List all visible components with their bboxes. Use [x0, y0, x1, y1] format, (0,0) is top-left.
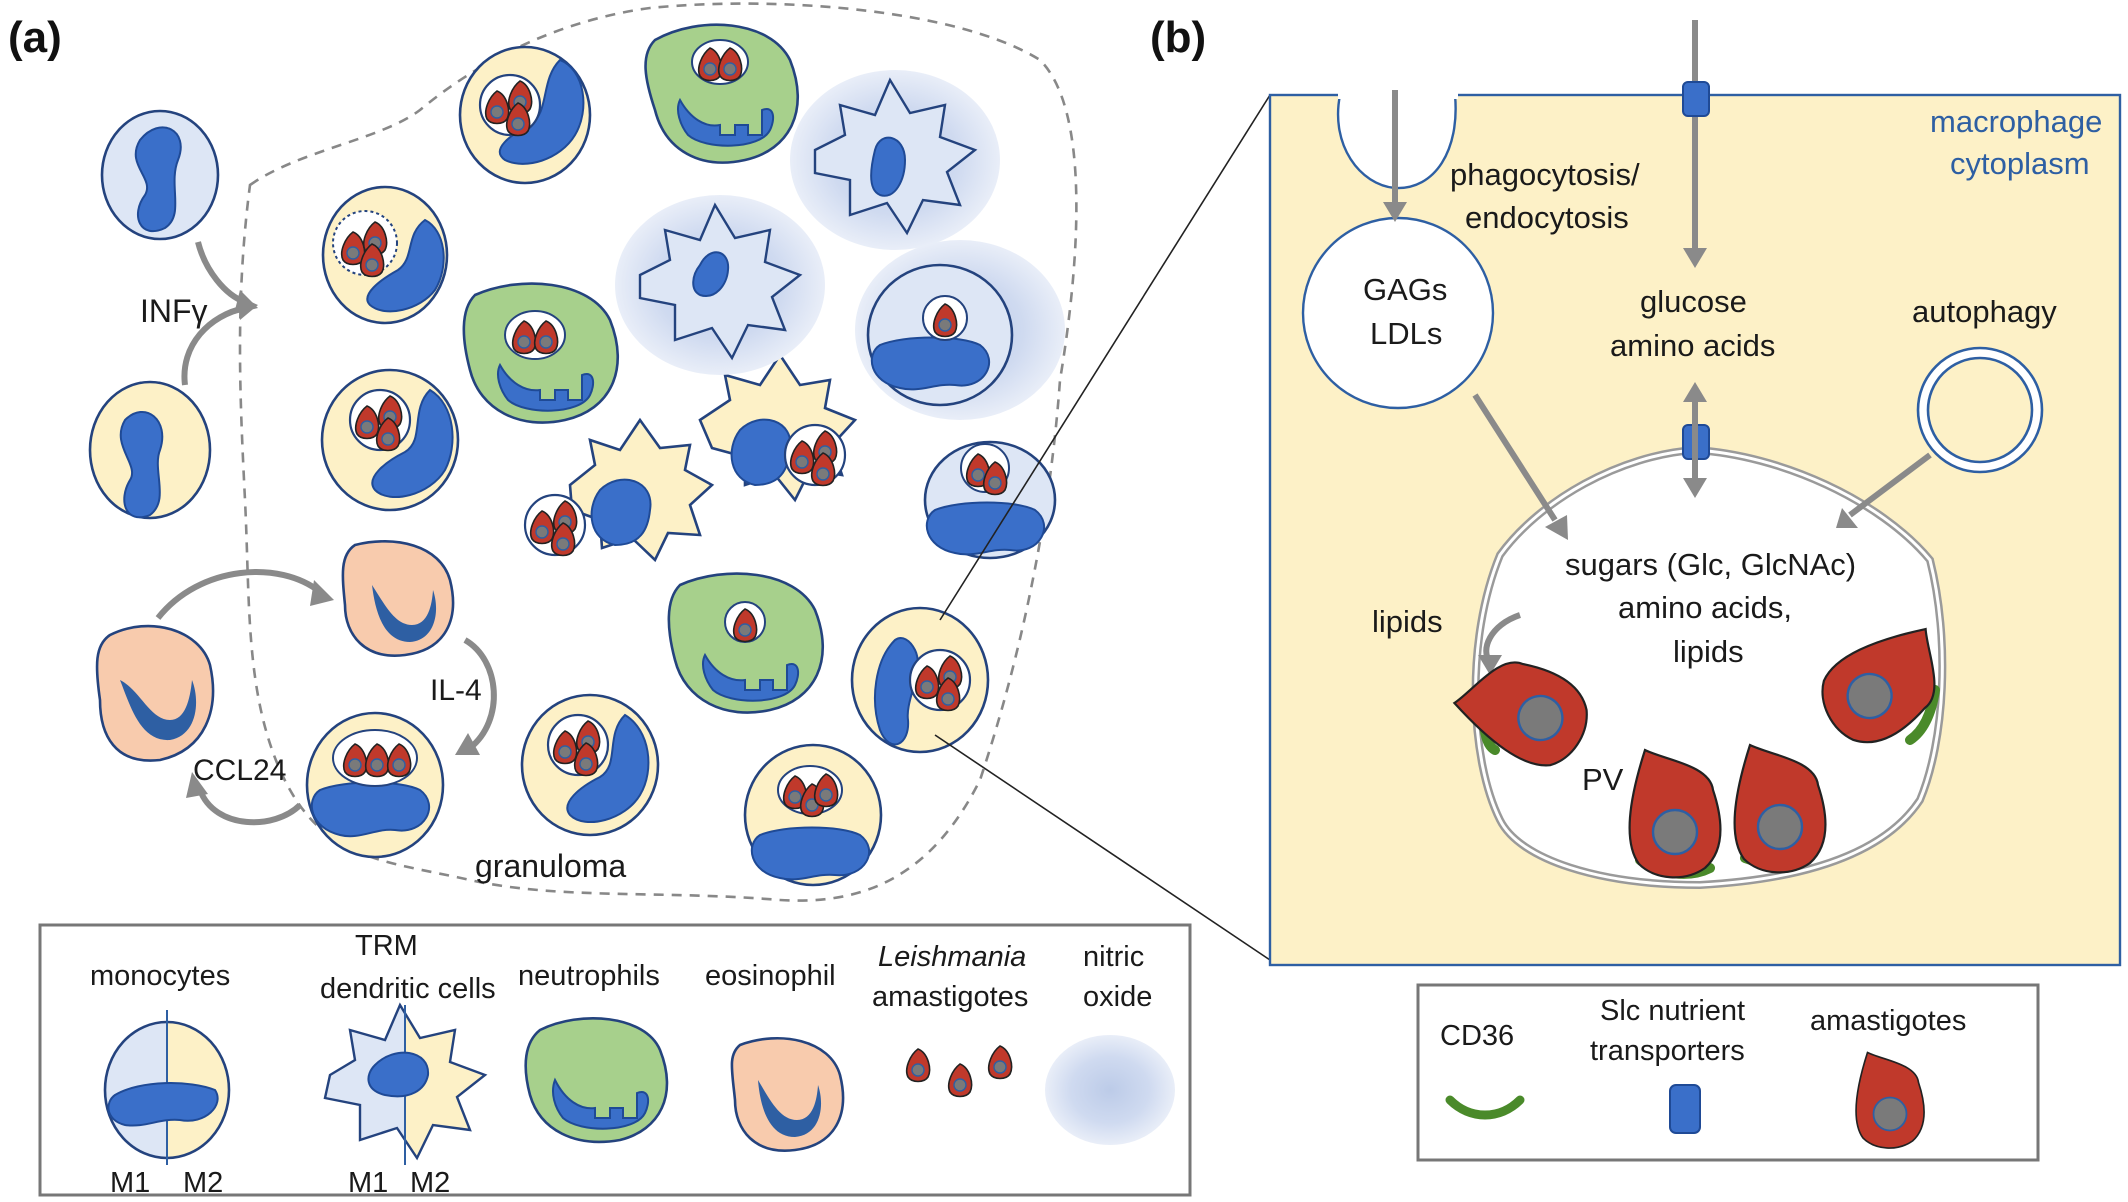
autophagy-label: autophagy [1912, 294, 2057, 329]
legend-monocyte-icon [103, 1010, 231, 1165]
pv-arrowhead-down [1683, 478, 1707, 498]
amino-acids-label: amino acids [1610, 328, 1775, 363]
sugars-label-2: amino acids, [1618, 590, 1792, 625]
macrophage-4 [520, 693, 660, 837]
zoom-line-bottom [934, 734, 1271, 961]
eosinophil-left [95, 624, 215, 762]
slc-transporter-top [1682, 81, 1710, 117]
macrophage-6 [850, 606, 990, 754]
infg-label: INFγ [140, 293, 208, 329]
phago-label-2: endocytosis [1465, 200, 1629, 235]
gags-to-pv-arrowhead [1545, 515, 1568, 540]
autophagosome-inner [1926, 356, 2034, 464]
legend-m2-b: M2 [410, 1167, 450, 1199]
legend-dendritic: dendritic cells [320, 973, 496, 1005]
sugars-label-1: sugars (Glc, GlcNAc) [1565, 547, 1856, 582]
zoom-line-top [939, 94, 1271, 621]
legend-neutrophils: neutrophils [518, 960, 660, 992]
cytoplasm-label-1: macrophage [1930, 104, 2102, 139]
legend-nitric: nitric [1083, 941, 1144, 973]
pv-amastigote-bottom-left [1628, 748, 1722, 879]
pv-arrowhead-up [1683, 382, 1707, 402]
legend-no-icon [1045, 1035, 1175, 1145]
granuloma-label: granuloma [475, 848, 626, 884]
neutrophil-top [644, 23, 799, 164]
lipids-label: lipids [1372, 604, 1443, 639]
phago-label-1: phagocytosis/ [1450, 157, 1640, 192]
autophagy-to-pv-arrow [1848, 452, 1932, 518]
legend-m1-a: M1 [110, 1167, 150, 1199]
legend-b-frame [1416, 983, 2040, 1162]
monocyte-m2-left [88, 380, 212, 520]
dendritic-cell-1 [525, 417, 715, 563]
cytoplasm-label-2: cytoplasm [1950, 146, 2090, 181]
autophagy-to-pv-arrowhead [1836, 508, 1858, 528]
legend-neutrophil-icon [524, 1017, 669, 1144]
macrophage-1 [458, 45, 592, 185]
pv-amastigote-right [1806, 614, 1965, 760]
legend-slc-icon [1669, 1084, 1701, 1134]
panel-a-label: (a) [8, 13, 62, 62]
il4-label: IL-4 [430, 674, 482, 707]
panel-b-label: (b) [1150, 13, 1206, 62]
no-cell-3 [855, 240, 1065, 420]
dendritic-cell-2 [698, 352, 858, 503]
legend-slc-2: transporters [1590, 1035, 1745, 1067]
infg-arrows [181, 241, 258, 386]
ccl24-label: CCL24 [193, 754, 286, 787]
m1-cell-right [923, 440, 1057, 560]
legend-eosinophil: eosinophil [705, 960, 836, 992]
pv-label: PV [1582, 762, 1624, 797]
macrophage-2 [321, 185, 449, 325]
legend-m1-b: M1 [348, 1167, 388, 1199]
legend-amastigotes-b: amastigotes [1810, 1005, 1966, 1037]
endocytosis-arrowhead [1383, 202, 1407, 222]
macrophage-recruited [305, 711, 445, 859]
gags-to-pv-arrow [1472, 393, 1558, 522]
sugars-label-3: lipids [1673, 634, 1744, 669]
legend-trm: TRM [355, 930, 418, 962]
legend-cd36-icon [1445, 1095, 1525, 1120]
eosinophil-center [341, 540, 455, 657]
pv-amastigote-left [1445, 636, 1604, 782]
monocyte-m1-left [100, 109, 220, 241]
gags-label: GAGs [1363, 272, 1447, 307]
legend-amastigotes: amastigotes [872, 981, 1028, 1013]
ldls-label: LDLs [1370, 316, 1442, 351]
legend-eosinophil-icon [730, 1037, 845, 1152]
legend-slc-1: Slc nutrient [1600, 995, 1745, 1027]
glucose-arrowhead [1683, 248, 1707, 268]
legend-monocytes: monocytes [90, 960, 230, 992]
legend-m2-a: M2 [183, 1167, 223, 1199]
neutrophil-low [667, 572, 824, 714]
macrophage-3 [320, 368, 460, 512]
neutrophil-mid [462, 282, 619, 424]
eosinophil-arrows [155, 569, 497, 826]
legend-dendritic-icon [323, 1002, 488, 1165]
gags-vesicle [1301, 216, 1495, 410]
macrophage-5 [743, 743, 883, 887]
no-cell-2 [790, 70, 1000, 250]
legend-leishmania: Leishmania [878, 941, 1026, 973]
glucose-label: glucose [1640, 284, 1747, 319]
legend-cd36: CD36 [1440, 1020, 1514, 1052]
legend-oxide: oxide [1083, 981, 1152, 1013]
pv-amastigote-bottom-right [1733, 743, 1827, 874]
lipids-arrowhead [1478, 655, 1502, 675]
no-cell-1 [615, 195, 825, 375]
